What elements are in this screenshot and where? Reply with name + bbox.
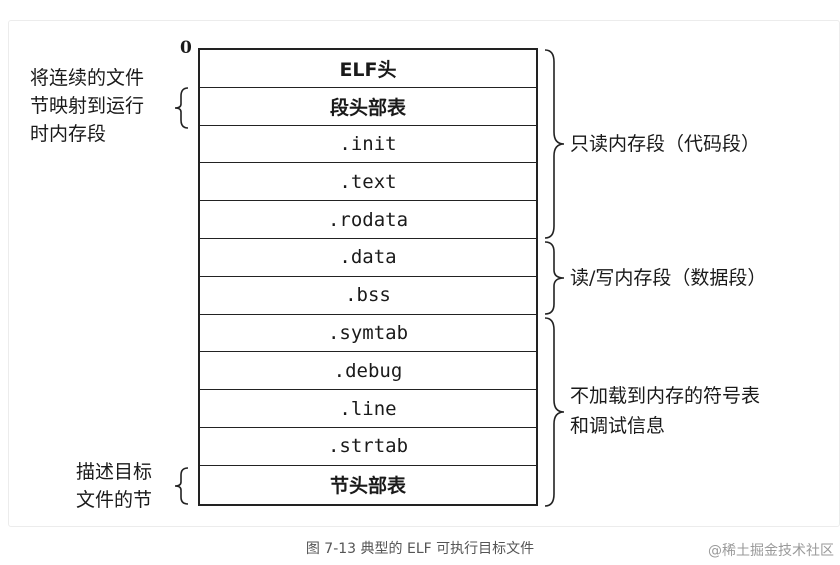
diagram-frame (8, 20, 840, 527)
left-annotation-section-header: 描述目标 文件的节 (76, 458, 152, 514)
right-brace-not-loaded (544, 317, 565, 507)
section-row-debug: .debug (200, 352, 536, 391)
section-row-bss: .bss (200, 277, 536, 315)
section-row-symtab: .symtab (200, 315, 536, 353)
figure-caption: 图 7-13 典型的 ELF 可执行目标文件 (305, 541, 535, 557)
left-annotation-line: 将连续的文件 (30, 67, 145, 89)
left-brace-section-header (174, 467, 189, 505)
left-brace-segment-header (174, 87, 189, 129)
elf-section-table: ELF头 段头部表 .init .text .rodata .data .bss… (198, 48, 538, 506)
right-annotation-not-loaded: 不加载到内存的符号表 和调试信息 (570, 381, 760, 441)
section-row-segment-header-table: 段头部表 (200, 88, 536, 126)
section-row-elf-header: ELF头 (200, 50, 536, 88)
section-row-text: .text (200, 163, 536, 202)
right-annotation-readwrite: 读/写内存段（数据段） (570, 267, 767, 289)
left-annotation-line: 文件的节 (76, 489, 153, 511)
section-row-rodata: .rodata (200, 201, 536, 239)
left-annotation-segment-header: 将连续的文件 节映射到运行 时内存段 (30, 64, 144, 148)
left-annotation-line: 节映射到运行 (30, 95, 145, 117)
right-annotation-line: 不加载到内存的符号表 (570, 385, 761, 407)
offset-zero-label: 0 (180, 38, 192, 58)
right-annotation-line: 和调试信息 (570, 415, 666, 437)
section-row-init: .init (200, 126, 536, 164)
right-brace-readonly (544, 49, 565, 239)
right-brace-readwrite (544, 241, 565, 315)
section-row-line: .line (200, 390, 536, 428)
section-row-section-header-table: 节头部表 (329, 475, 406, 498)
right-annotation-readonly: 只读内存段（代码段） (570, 133, 761, 155)
section-row-strtab: .strtab (200, 428, 536, 466)
section-row-data: .data (200, 239, 536, 277)
left-annotation-line: 时内存段 (30, 123, 107, 145)
site-watermark: @稀土掘金技术社区 (708, 543, 834, 559)
left-annotation-line: 描述目标 (76, 461, 153, 483)
